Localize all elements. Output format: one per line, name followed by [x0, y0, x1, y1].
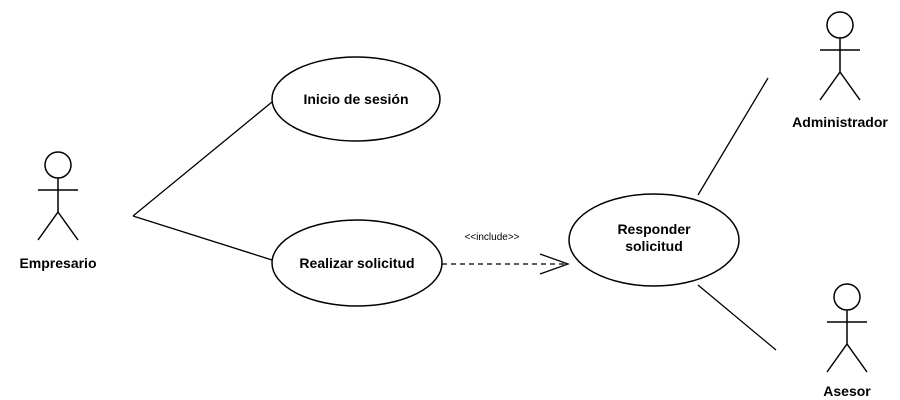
- association-empresario-realizar-solicitud: [132, 215, 273, 261]
- actor-asesor-figure-icon: [826, 283, 868, 373]
- include-dependency: <<include>>: [442, 232, 570, 275]
- include-stereotype-label: <<include>>: [464, 232, 519, 243]
- actor-asesor[interactable]: Asesor: [823, 283, 871, 399]
- use-case-realizar-solicitud[interactable]: Realizar solicitud: [271, 219, 443, 307]
- actor-administrador[interactable]: Administrador: [792, 11, 888, 130]
- association-responder-asesor: [697, 284, 777, 351]
- actor-asesor-label: Asesor: [823, 383, 871, 399]
- use-case-responder-solicitud[interactable]: Responder solicitud: [568, 193, 740, 287]
- use-case-inicio-sesion-label: Inicio de sesión: [303, 91, 408, 107]
- use-case-responder-solicitud-label-line2: solicitud: [625, 238, 683, 254]
- association-empresario-inicio-sesion: [132, 101, 273, 217]
- use-case-realizar-solicitud-label: Realizar solicitud: [299, 255, 414, 271]
- actor-empresario[interactable]: Empresario: [19, 151, 97, 271]
- actor-administrador-label: Administrador: [792, 114, 888, 130]
- use-case-inicio-sesion-ellipse: [271, 56, 441, 142]
- actor-empresario-figure-icon: [37, 151, 79, 241]
- use-case-realizar-solicitud-ellipse: [271, 219, 443, 307]
- actor-empresario-label: Empresario: [19, 255, 96, 271]
- association-responder-administrador: [697, 77, 769, 196]
- include-arrowhead: [539, 253, 570, 275]
- use-case-responder-solicitud-ellipse: [568, 193, 740, 287]
- use-case-responder-solicitud-label-line1: Responder: [617, 221, 691, 237]
- actor-administrador-figure-icon: [819, 11, 861, 101]
- use-case-inicio-sesion[interactable]: Inicio de sesión: [271, 56, 441, 142]
